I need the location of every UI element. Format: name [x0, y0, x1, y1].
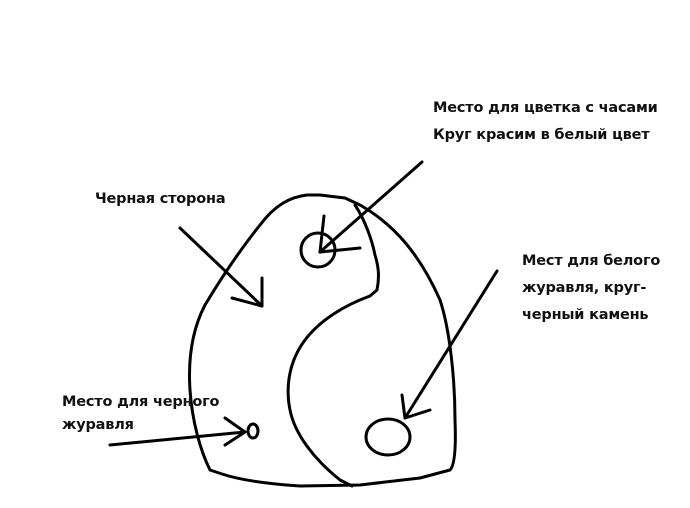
- black-crane-arrow: [108, 416, 247, 447]
- white-crane-arrow: [400, 269, 499, 420]
- white-crane-label: Мест для белого журавля, круг- черный ка…: [522, 248, 660, 329]
- black-side-label-line1: Черная сторона: [95, 191, 226, 207]
- clock-flower-label-line2: Круг красим в белый цвет: [433, 127, 650, 143]
- black-side-arrow: [178, 226, 264, 308]
- white-crane-label-line3: черный камень: [522, 307, 649, 323]
- black-side-label: Черная сторона: [95, 186, 226, 213]
- black-crane-label: Место для черного журавля: [62, 391, 219, 437]
- clock-flower-label: Место для цветка с часами Круг красим в …: [433, 95, 658, 149]
- white-crane-circle: [364, 417, 412, 457]
- black-crane-circle: [246, 422, 260, 440]
- white-crane-label-line1: Мест для белого: [522, 253, 661, 269]
- clock-flower-label-line1: Место для цветка с часами: [433, 100, 658, 116]
- clock-flower-arrow: [318, 160, 424, 254]
- white-crane-label-line2: журавля, круг-: [522, 280, 647, 296]
- black-crane-label-line2: журавля: [62, 417, 134, 433]
- rock-outline: [188, 193, 457, 488]
- black-crane-label-line1: Место для черного: [62, 394, 220, 410]
- s-curve-divider: [286, 203, 380, 488]
